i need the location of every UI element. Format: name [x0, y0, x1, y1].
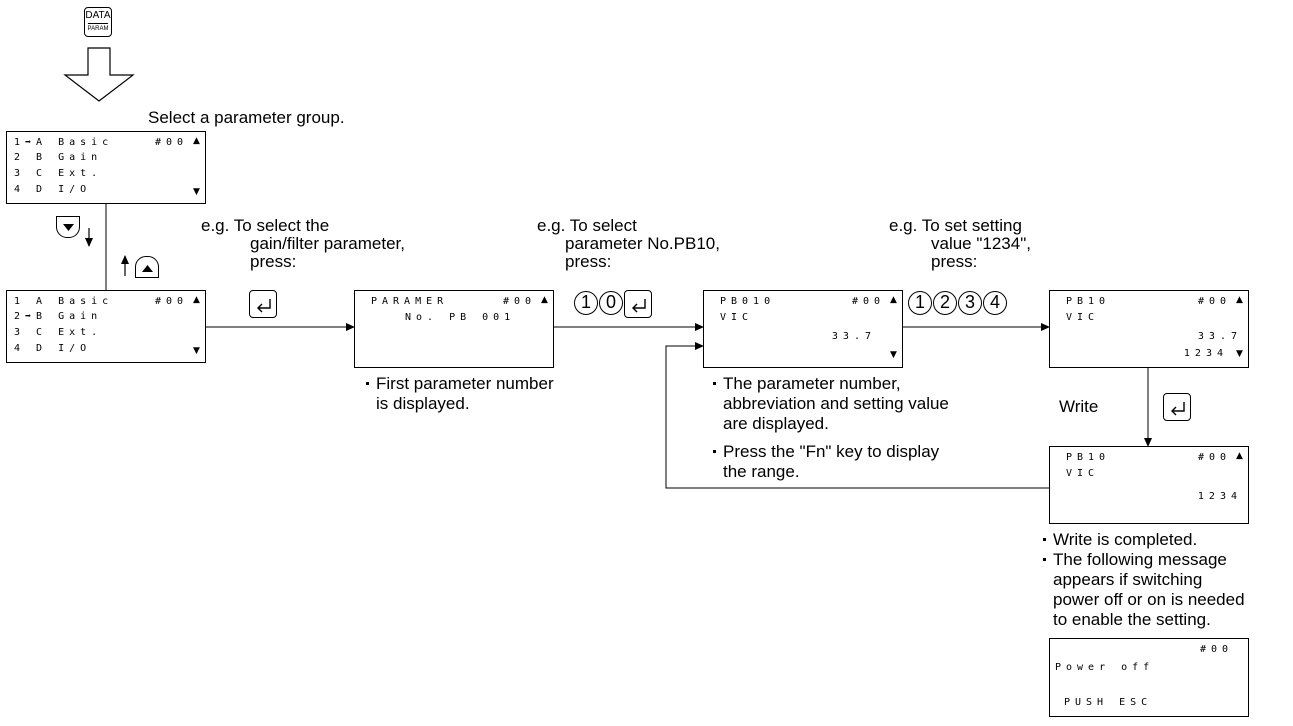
power-message-note: power off or on is needed — [1053, 590, 1245, 609]
bullet — [713, 382, 716, 385]
station-number: #00 — [1198, 452, 1232, 463]
down-key[interactable] — [56, 216, 80, 238]
menu-row: 2➡B Gain — [14, 311, 103, 322]
parameter-pb010-screen: PB010 VIC 33.7 #00 ▲ ▼ — [703, 290, 903, 368]
bullet — [1043, 538, 1046, 541]
menu-row: 2 B Gain — [14, 152, 103, 163]
scroll-up-icon: ▲ — [890, 295, 897, 305]
menu-row: 4 D I/O — [14, 184, 92, 195]
bullet — [713, 450, 716, 453]
screen-title: PARAMER — [371, 296, 449, 307]
scroll-up-icon: ▲ — [193, 136, 200, 146]
parameter-first-screen: PARAMER No. PB 001 #00 ▲ — [354, 290, 554, 368]
param-key-label: PARAM — [87, 26, 109, 32]
parameter-number: No. PB 001 — [405, 312, 516, 323]
station-number: #00 — [1200, 644, 1234, 655]
enter-key[interactable] — [249, 290, 277, 318]
write-label: Write — [1059, 397, 1099, 416]
gain-instruction-line: press: — [250, 252, 297, 271]
group-menu-screen-2: 1 A Basic 2➡B Gain 3 C Ext. 4 D I/O #00 … — [6, 290, 206, 363]
station-number: #00 — [503, 296, 537, 307]
select-group-instruction: Select a parameter group. — [148, 108, 345, 127]
push-esc-message: PUSH ESC — [1064, 697, 1153, 708]
scroll-down-icon: ▼ — [193, 187, 200, 197]
value-instruction-line: value "1234", — [931, 234, 1031, 253]
menu-row: 3 C Ext. — [14, 327, 103, 338]
param-instruction-line: press: — [565, 252, 612, 271]
fn-key-note: Press the "Fn" key to display — [723, 442, 940, 461]
scroll-up-icon: ▲ — [193, 295, 200, 305]
gain-instruction-line: e.g. To select the — [201, 216, 330, 235]
data-key-label: DATA — [85, 10, 111, 21]
power-message-note: to enable the setting. — [1053, 610, 1211, 629]
bullet — [366, 382, 369, 385]
return-loop-line — [665, 342, 1049, 489]
parameter-abbreviation: VIC — [720, 312, 754, 323]
parameter-number: PB010 — [720, 296, 776, 307]
gain-instruction-line: gain/filter parameter, — [250, 234, 405, 253]
digit-key[interactable]: 3 — [958, 291, 982, 315]
menu-row: 1➡A Basic — [14, 137, 114, 148]
digit-key[interactable]: 1 — [574, 291, 598, 315]
big-down-arrow — [63, 47, 135, 102]
first-param-note: First parameter number — [376, 374, 554, 393]
parameter-number: PB10 — [1066, 296, 1111, 307]
down-triangle-icon — [63, 224, 74, 231]
parameter-abbreviation: VIC — [1066, 468, 1100, 479]
parameter-number: PB10 — [1066, 452, 1111, 463]
digit-key[interactable]: 2 — [933, 291, 957, 315]
enter-return-icon — [1171, 402, 1185, 416]
param-display-note: abbreviation and setting value — [723, 394, 949, 413]
menu-row: 3 C Ext. — [14, 168, 103, 179]
station-number: #00 — [1198, 296, 1232, 307]
parameter-edit-screen: PB10 VIC 33.7 1234 #00 ▲ ▼ — [1049, 290, 1249, 368]
bullet — [1043, 558, 1046, 561]
scroll-down-icon: ▼ — [193, 346, 200, 356]
digit-key[interactable]: 4 — [983, 291, 1007, 315]
group-menu-screen-1: 1➡A Basic 2 B Gain 3 C Ext. 4 D I/O #00 … — [6, 131, 206, 204]
enter-return-icon — [632, 299, 646, 313]
menu-row: 1 A Basic — [14, 296, 114, 307]
digit-key[interactable]: 1 — [908, 291, 932, 315]
setting-value: 33.7 — [831, 331, 876, 342]
param-display-note: The parameter number, — [723, 374, 901, 393]
scroll-down-icon: ▼ — [890, 350, 897, 360]
scroll-up-icon: ▲ — [1236, 451, 1243, 461]
data-param-key[interactable]: DATA PARAM — [84, 7, 112, 37]
setting-value: 1234 — [1197, 491, 1242, 502]
fn-key-note: the range. — [723, 462, 800, 481]
value-instruction-line: press: — [931, 252, 978, 271]
param-display-note: are displayed. — [723, 414, 829, 433]
up-key[interactable] — [135, 256, 159, 278]
up-triangle-icon — [142, 265, 153, 272]
power-message-note: appears if switching — [1053, 570, 1203, 589]
scroll-up-icon: ▲ — [541, 295, 548, 305]
enter-key[interactable] — [1163, 393, 1191, 421]
scroll-up-icon: ▲ — [1236, 295, 1243, 305]
digit-key[interactable]: 0 — [599, 291, 623, 315]
power-message-note: The following message — [1053, 550, 1227, 569]
parameter-written-screen: PB10 VIC 1234 #00 ▲ — [1049, 446, 1249, 524]
station-number: #00 — [155, 137, 189, 148]
param-instruction-line: parameter No.PB10, — [565, 234, 720, 253]
data-key-divider — [88, 23, 108, 24]
scroll-down-icon: ▼ — [1236, 349, 1243, 359]
param-instruction-line: e.g. To select — [537, 216, 637, 235]
power-off-screen: #00 Power off PUSH ESC — [1049, 638, 1249, 717]
power-off-message: Power off — [1055, 662, 1155, 673]
parameter-abbreviation: VIC — [1066, 312, 1100, 323]
first-param-note: is displayed. — [376, 394, 470, 413]
station-number: #00 — [852, 296, 886, 307]
enter-key[interactable] — [624, 290, 652, 318]
setting-value: 33.7 — [1197, 331, 1242, 342]
enter-return-icon — [257, 299, 271, 313]
value-instruction-line: e.g. To set setting — [889, 216, 1022, 235]
station-number: #00 — [155, 296, 189, 307]
new-setting-value: 1234 — [1183, 348, 1228, 359]
write-complete-note: Write is completed. — [1053, 530, 1198, 549]
menu-row: 4 D I/O — [14, 343, 92, 354]
